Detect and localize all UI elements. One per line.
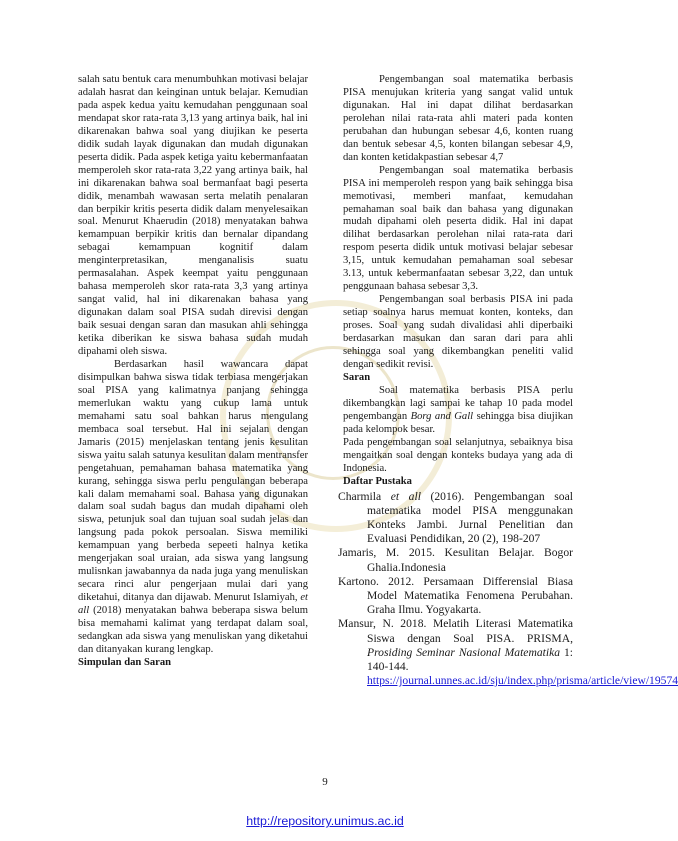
left-column: salah satu bentuk cara menumbuhkan motiv… [78,74,308,670]
university-watermark-logo [220,300,452,532]
reference-item: Charmila et all (2016). Pengembangan soa… [338,490,573,547]
page-number: 9 [322,776,328,788]
et-al-italic: et all [390,489,421,503]
paragraph: Berdasarkan hasil wawancara dapat disimp… [78,359,308,657]
reference-item: Mansur, N. 2018. Melatih Literasi Matema… [338,617,678,688]
reference-author: Charmila [338,489,382,503]
paragraph: Pengembangan soal berbasis PISA ini pada… [343,294,573,370]
reference-text: (2016). Pengembangan soal matematika mod… [367,489,573,546]
paragraph-text: Soal matematika berbasis PISA perlu dike… [343,384,573,422]
reference-item: Jamaris, M. 2015. Kesulitan Belajar. Bog… [338,546,573,574]
section-heading-saran: Saran [343,371,371,383]
et-al-italic: et all [78,592,308,617]
reference-list: Charmila et all (2016). Pengembangan soa… [338,490,678,689]
reference-text: 1: 140-144. [367,645,573,673]
reference-text: Mansur, N. 2018. Melatih Literasi Matema… [338,617,573,645]
italic-term: Borg and Gall [410,410,474,422]
reference-item: Kartono. 2012. Persamaan Differensial Bi… [338,574,573,617]
paragraph-text: Berdasarkan hasil wawancara dapat disimp… [78,358,308,604]
reference-venue-italic: Prosiding Seminar Nasional Matematika [367,645,561,659]
paragraph: salah satu bentuk cara menumbuhkan motiv… [78,74,308,358]
paragraph: Soal matematika berbasis PISA perlu dike… [343,385,573,437]
paragraph-text: (2018) menyatakan bahwa beberapa siswa b… [78,605,308,655]
repository-link[interactable]: http://repository.unimus.ac.id [246,814,404,828]
paragraph: Pada pengembangan soal selanjutnya, seba… [343,436,573,474]
references-heading: Daftar Pustaka [343,475,412,487]
right-column: Pengembangan soal matematika berbasis PI… [338,74,678,688]
reference-link[interactable]: https://journal.unnes.ac.id/sju/index.ph… [367,674,678,688]
paragraph: Pengembangan soal matematika berbasis PI… [343,164,573,293]
paragraph-text: sehingga bisa diujikan pada kelompok bes… [343,410,573,435]
section-heading-simpulan: Simpulan dan Saran [78,656,172,668]
paragraph: Pengembangan soal matematika berbasis PI… [343,74,573,163]
